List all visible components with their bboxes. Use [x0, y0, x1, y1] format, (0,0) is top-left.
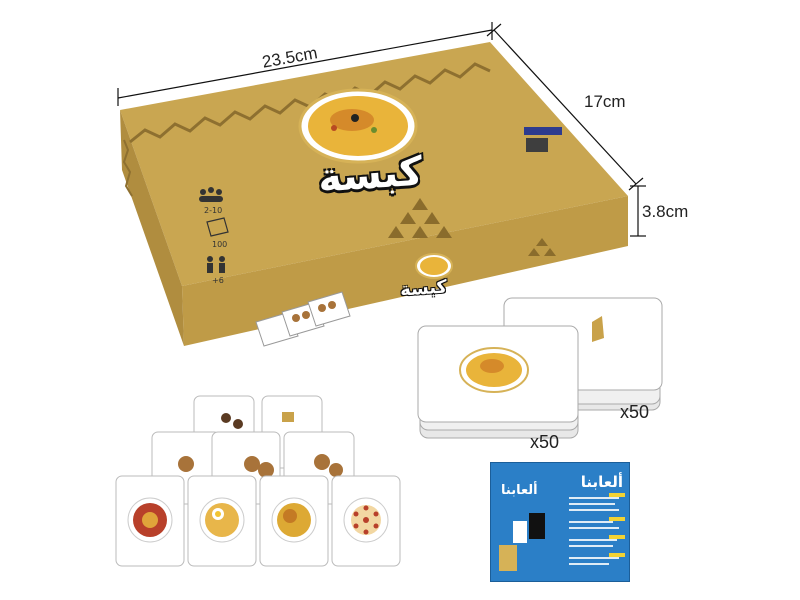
right-stack-count: x50 — [620, 402, 650, 422]
width-tick-top — [486, 23, 502, 37]
left-stack-count: x50 — [530, 432, 560, 452]
kabsa-card-stack — [417, 325, 579, 439]
side-zigzag-pattern — [122, 139, 133, 197]
age-label: +6 — [212, 276, 224, 285]
height-label: 3.8cm — [642, 202, 689, 221]
box-side-face — [120, 110, 184, 346]
cards-label: 100 — [212, 240, 228, 249]
triangle-pattern — [388, 198, 556, 256]
small-dish-logo — [415, 253, 453, 279]
dish-logo — [298, 88, 418, 164]
width-label: 17cm — [584, 92, 626, 111]
players-icon — [199, 187, 223, 202]
box-top-face — [120, 42, 628, 286]
leaflet-title-left: ألعابنا — [501, 483, 538, 498]
age-icon — [207, 256, 225, 273]
leaflet-illustrations — [499, 493, 625, 571]
cards-icon — [206, 217, 229, 237]
box-card-illustrations — [255, 291, 351, 347]
length-line — [117, 29, 493, 99]
brand-tag — [524, 127, 562, 152]
games-leaflet: ألعابنا ألعابنا — [490, 462, 630, 582]
leaflet-title-right: ألعابنا — [580, 473, 623, 491]
width-line — [493, 29, 637, 185]
players-label: 2-10 — [204, 206, 223, 215]
width-tick-bottom — [628, 177, 644, 191]
